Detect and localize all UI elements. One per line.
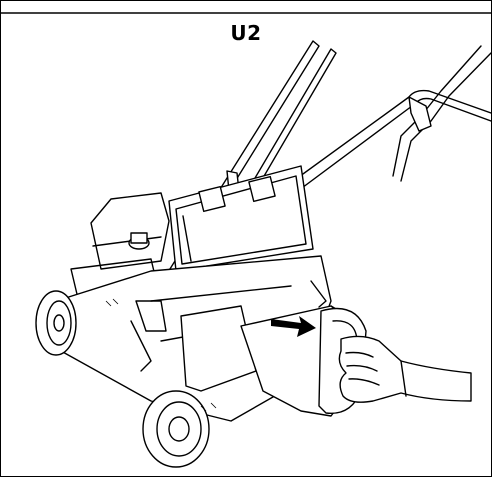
wheel-front — [35, 290, 77, 356]
wheel-rear — [142, 390, 210, 468]
catcher-flap — [168, 165, 314, 272]
hatching — [105, 298, 217, 412]
hand — [338, 335, 472, 403]
figure-label: U2 — [230, 21, 262, 45]
